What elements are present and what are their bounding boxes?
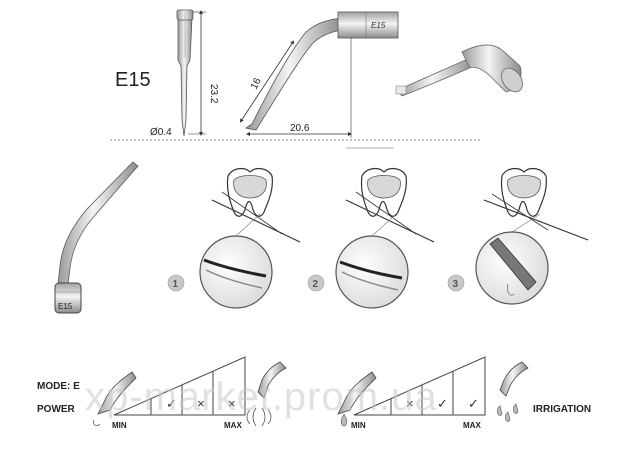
step-illustration-3 [447, 167, 589, 305]
power-check-icon: ✓ [166, 396, 177, 411]
step-number-1: 1 [173, 279, 179, 290]
irrigation-scale [337, 356, 529, 427]
power-label: POWER [37, 404, 76, 415]
step-number-2: 2 [313, 279, 319, 290]
power-min-label: MIN [112, 421, 127, 430]
step-number-3: 3 [453, 279, 459, 290]
tip-label: E15 [58, 302, 73, 311]
step-illustration-1 [167, 167, 301, 309]
tip-length-label: 16 [249, 76, 264, 91]
diameter-label: Ø0.4 [150, 127, 172, 138]
engraving-label: E15 [371, 21, 386, 30]
power-cross-icon: × [197, 396, 205, 411]
length-label: 23.2 [208, 84, 219, 104]
power-scale [93, 356, 287, 427]
power-cross-icon: × [228, 396, 236, 411]
irrigation-min-label: MIN [351, 421, 366, 430]
irrigation-label: IRRIGATION [533, 404, 591, 415]
length-dimension [188, 10, 206, 136]
irrigation-max-label: MAX [463, 421, 481, 430]
tip-large-view [54, 161, 139, 314]
step-illustration-2 [307, 167, 435, 309]
irrigation-check-icon: ✓ [468, 396, 479, 411]
irrigation-cross-icon: × [406, 396, 414, 411]
tip-side-view [176, 9, 194, 137]
tip-perspective-view [395, 44, 523, 97]
irrigation-check-icon: ✓ [437, 396, 448, 411]
reach-dimension [246, 38, 352, 138]
reach-label: 20.6 [290, 123, 310, 134]
power-max-label: MAX [224, 421, 242, 430]
watermark: xp-market.prom.ua [85, 375, 438, 419]
product-code: E15 [115, 69, 151, 91]
tip-length-dimension [239, 40, 295, 123]
mode-label: MODE: E [37, 381, 80, 392]
